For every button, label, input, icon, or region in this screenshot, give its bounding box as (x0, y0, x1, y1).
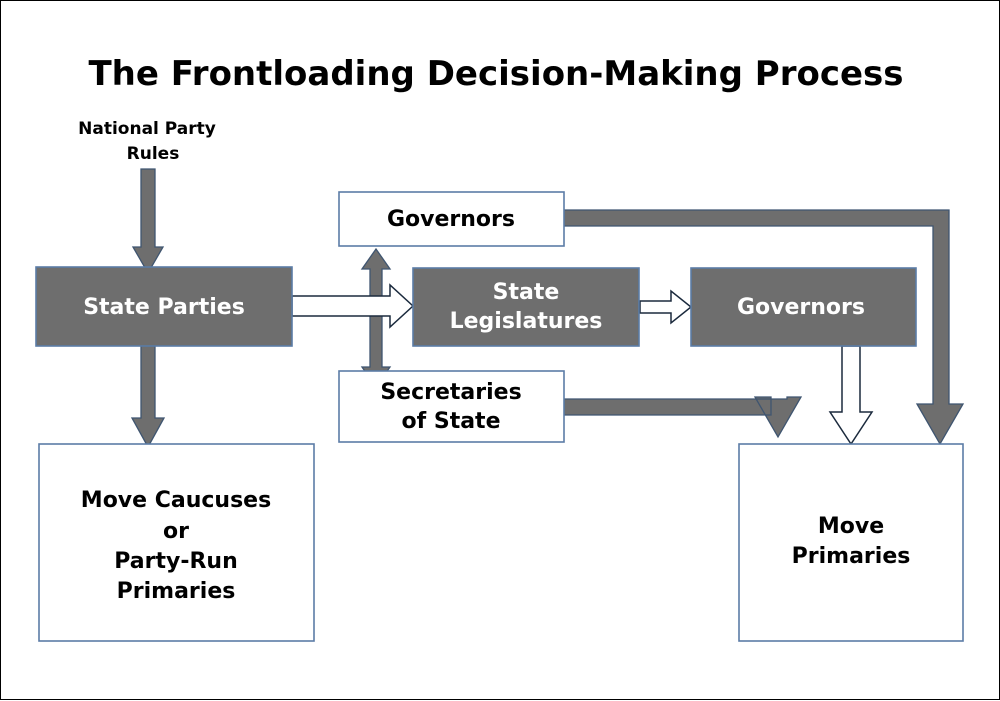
node-governors-right[interactable]: Governors (690, 267, 917, 347)
node-move-primaries[interactable]: Move Primaries (738, 443, 964, 642)
node-move-primaries-label-line2: Primaries (792, 544, 911, 569)
arrow-governors-top-to-secretaries-double (360, 247, 392, 389)
arrow-governors-top-to-move-primaries (563, 209, 965, 446)
node-governors-right-label: Governors (737, 295, 865, 320)
node-secretaries-of-state[interactable]: Secretaries of State (338, 370, 565, 443)
node-secretaries-of-state-label-line1: Secretaries (380, 380, 521, 405)
arrow-state-parties-to-move-caucuses (130, 345, 166, 449)
node-move-caucuses-label-line2: or (163, 519, 189, 544)
node-move-caucuses-label-line1: Move Caucuses (81, 488, 271, 513)
node-move-caucuses-label-line4: Primaries (117, 579, 236, 604)
node-secretaries-of-state-label-line2: of State (402, 409, 501, 434)
node-state-legislatures-label-line1: State (493, 280, 560, 305)
node-move-caucuses-label-line3: Party-Run (114, 549, 237, 574)
arrow-state-legislatures-to-governors-right (639, 289, 693, 325)
arrow-rules-to-state-parties (131, 168, 165, 275)
arrow-state-parties-to-state-legislatures (291, 283, 415, 329)
node-governors-top[interactable]: Governors (338, 191, 565, 247)
node-move-primaries-label-line1: Move (818, 514, 884, 539)
node-state-legislatures-label-line2: Legislatures (450, 309, 603, 334)
node-state-parties[interactable]: State Parties (35, 266, 293, 347)
node-state-parties-label: State Parties (83, 295, 245, 320)
national-party-rules-label-line2: Rules (127, 144, 180, 164)
arrow-governors-right-to-move-primaries (828, 345, 874, 446)
page-title: The Frontloading Decision-Making Process (88, 54, 903, 94)
node-state-legislatures[interactable]: State Legislatures (412, 267, 640, 347)
national-party-rules-label-line1: National Party (78, 119, 216, 139)
node-move-caucuses[interactable]: Move Caucuses or Party-Run Primaries (38, 443, 315, 642)
node-governors-top-label: Governors (387, 207, 515, 232)
arrow-secretaries-to-move-primaries (563, 396, 803, 439)
